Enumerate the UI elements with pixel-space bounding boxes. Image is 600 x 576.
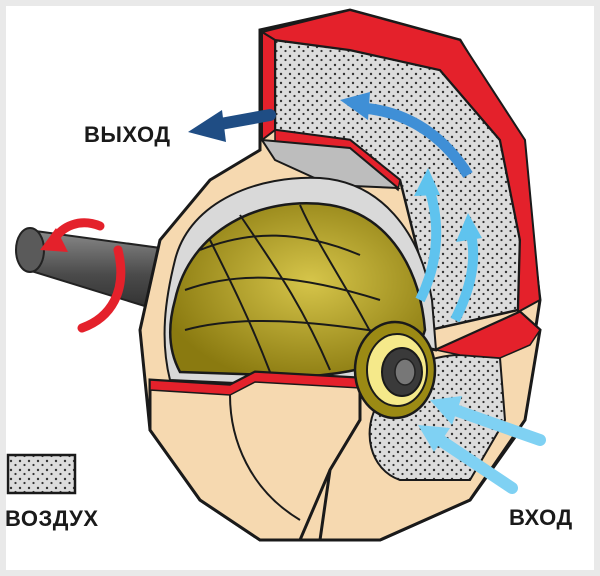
air-legend-label: ВОЗДУХ (5, 506, 99, 532)
inlet-label: ВХОД (509, 505, 573, 531)
impeller-hub (355, 322, 435, 418)
air-legend-swatch (8, 455, 75, 493)
outlet-label: ВЫХОД (84, 122, 171, 148)
